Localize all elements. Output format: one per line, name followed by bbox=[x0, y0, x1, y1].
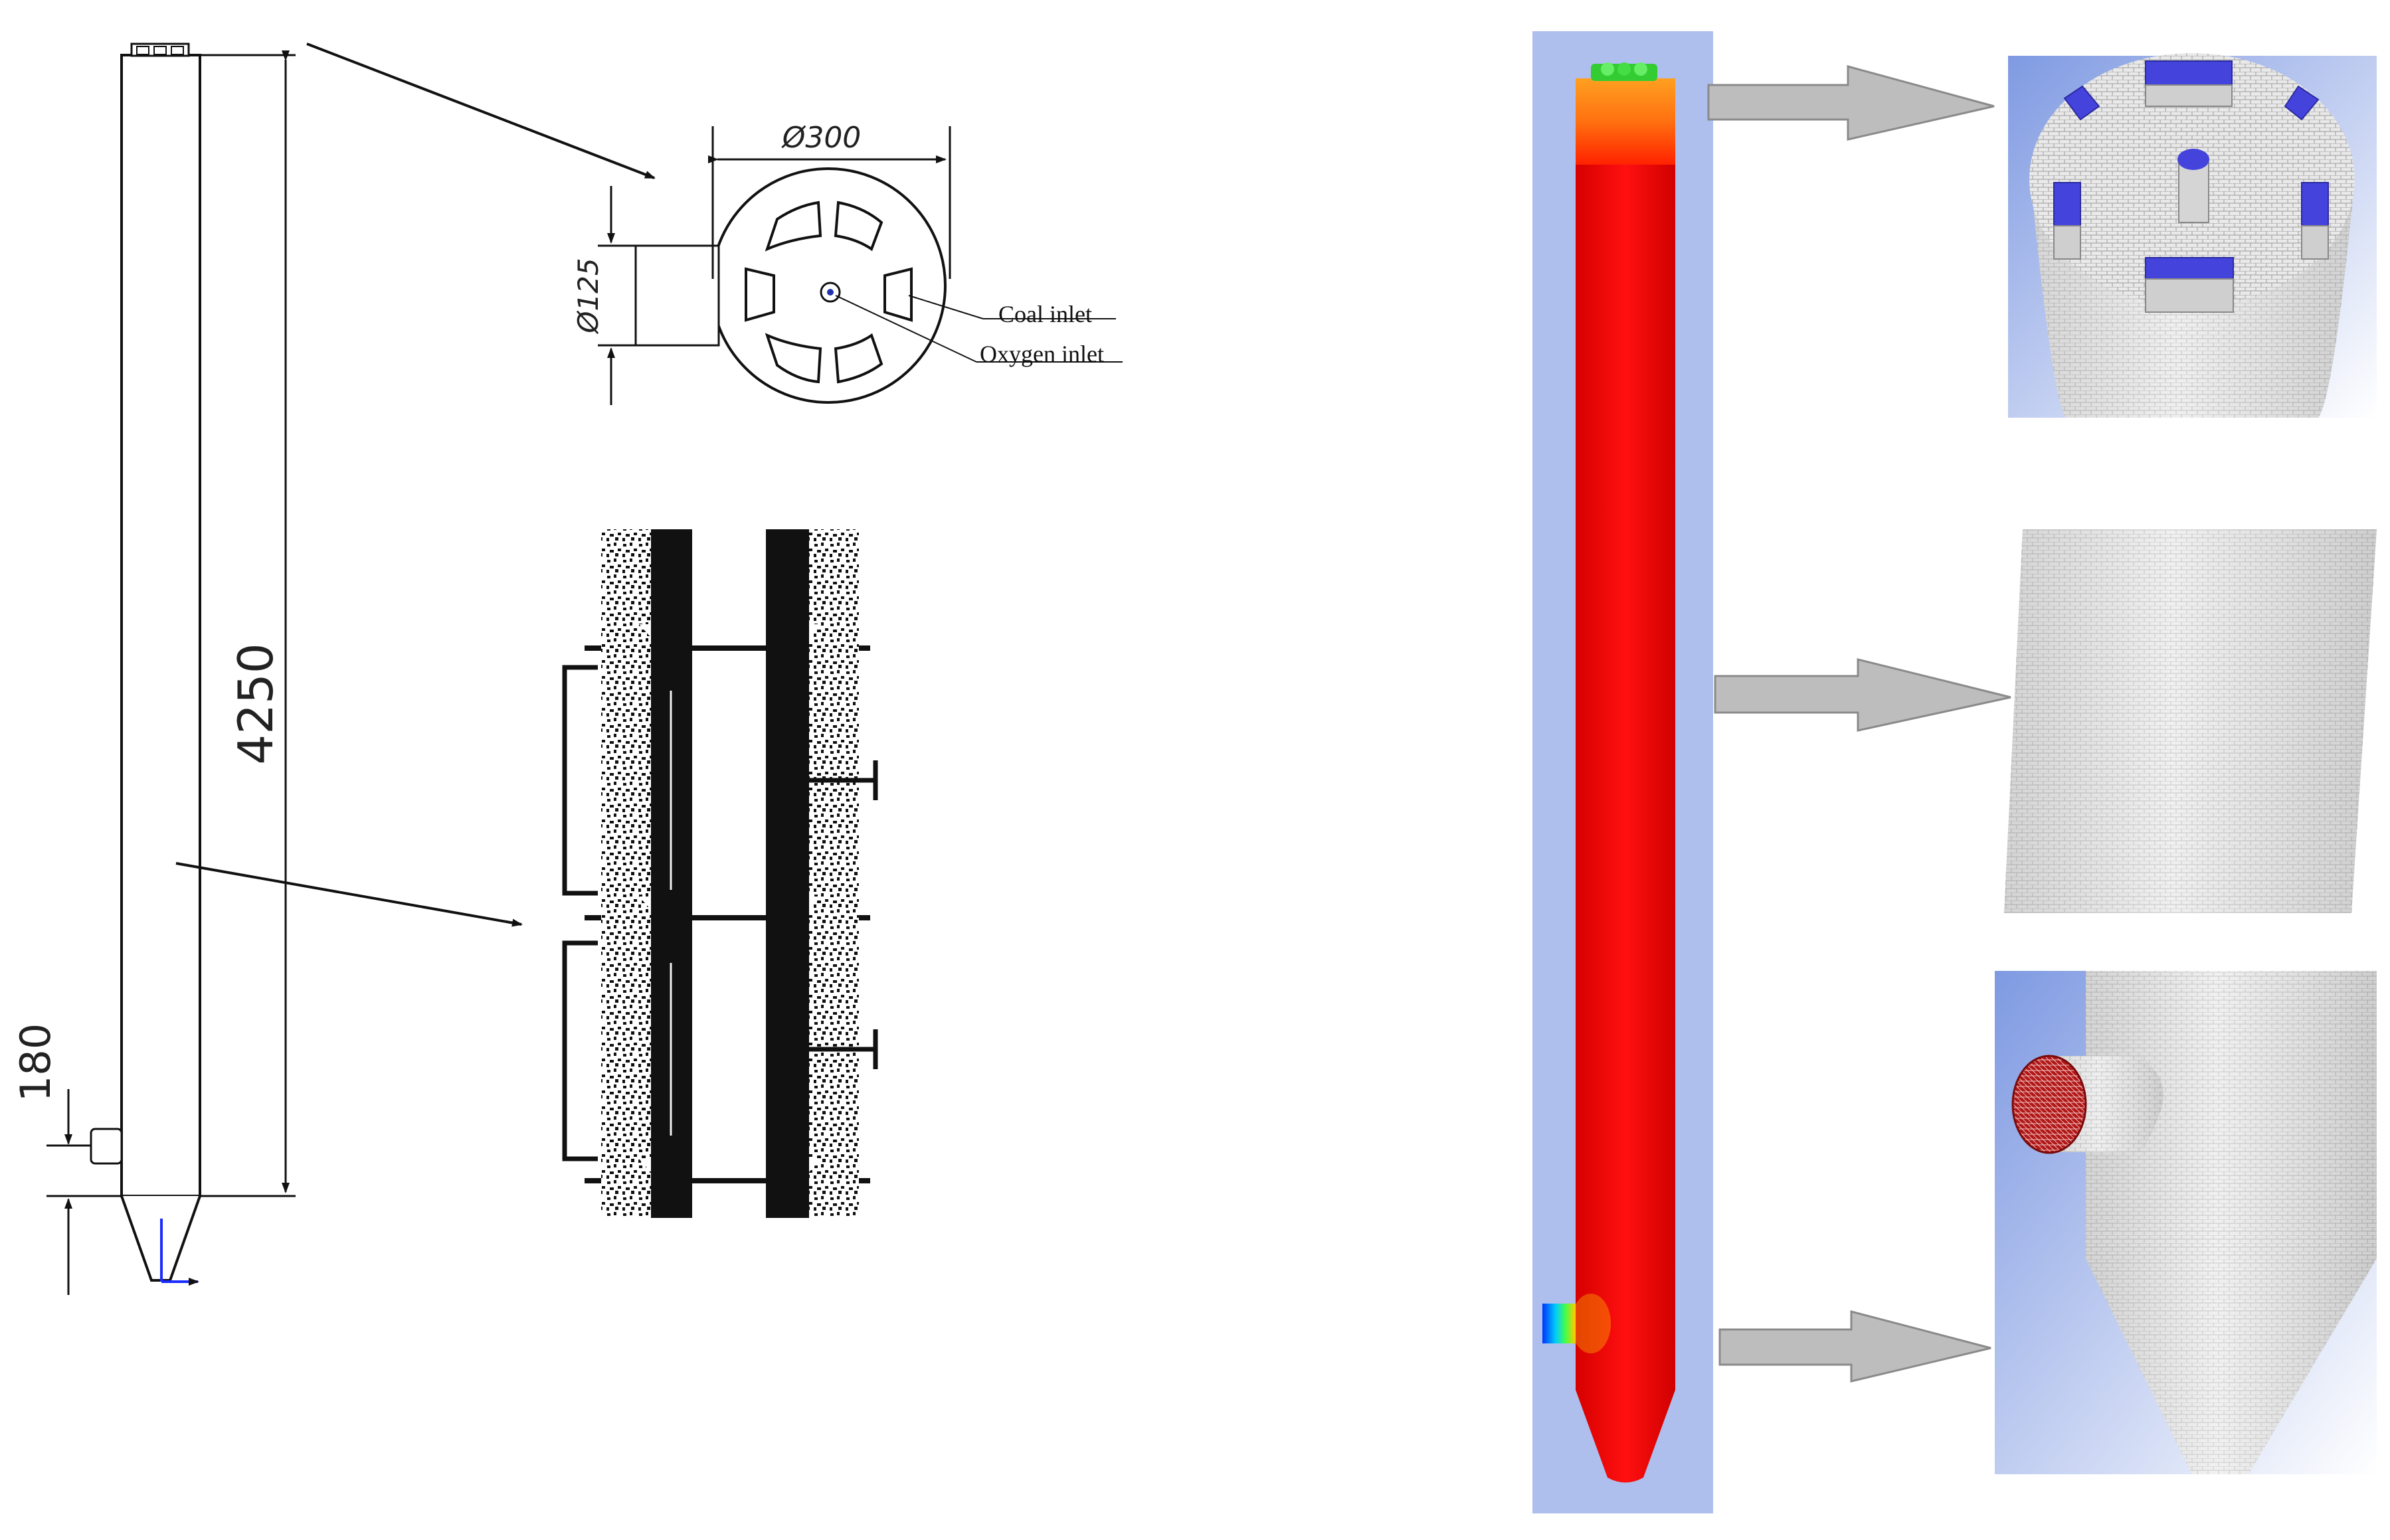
detail-arrows bbox=[1707, 65, 2011, 1383]
middle-wall-mesh-detail bbox=[2004, 529, 2377, 913]
inlet-offset-label: 180 bbox=[11, 1023, 60, 1102]
cfd-gasifier-model bbox=[1532, 31, 1713, 1513]
top-diameter-label: Ø300 bbox=[781, 121, 862, 155]
leader-to-top-view bbox=[306, 43, 656, 179]
gasifier-side-view bbox=[90, 43, 200, 1282]
coal-inlet-label: Coal inlet bbox=[998, 301, 1092, 327]
arrow-to-middle-detail bbox=[1714, 658, 2011, 732]
inlet-diameter-label: Ø125 bbox=[572, 258, 604, 334]
height-dimension-label: 4250 bbox=[228, 643, 284, 764]
height-dimension: 4250 bbox=[200, 50, 296, 1197]
top-view-dimensions: Ø300 Ø125 bbox=[572, 121, 951, 405]
inlet-labels: Coal inlet Oxygen inlet bbox=[835, 295, 1123, 367]
wall-cross-section bbox=[562, 529, 878, 1218]
leader-to-wall-section bbox=[175, 862, 523, 927]
oxygen-inlet-label: Oxygen inlet bbox=[980, 341, 1104, 367]
arrow-to-bottom-detail bbox=[1718, 1310, 1991, 1383]
arrow-to-top-detail bbox=[1707, 65, 1995, 141]
top-burner-detail bbox=[2008, 53, 2377, 418]
axis-triad-icon bbox=[160, 1219, 198, 1282]
outlet-face-red bbox=[2011, 1055, 2087, 1154]
inlet-offset-dimension: 180 bbox=[11, 1023, 122, 1295]
burner-top-view bbox=[634, 167, 947, 404]
bottom-outlet-detail bbox=[1995, 971, 2377, 1474]
